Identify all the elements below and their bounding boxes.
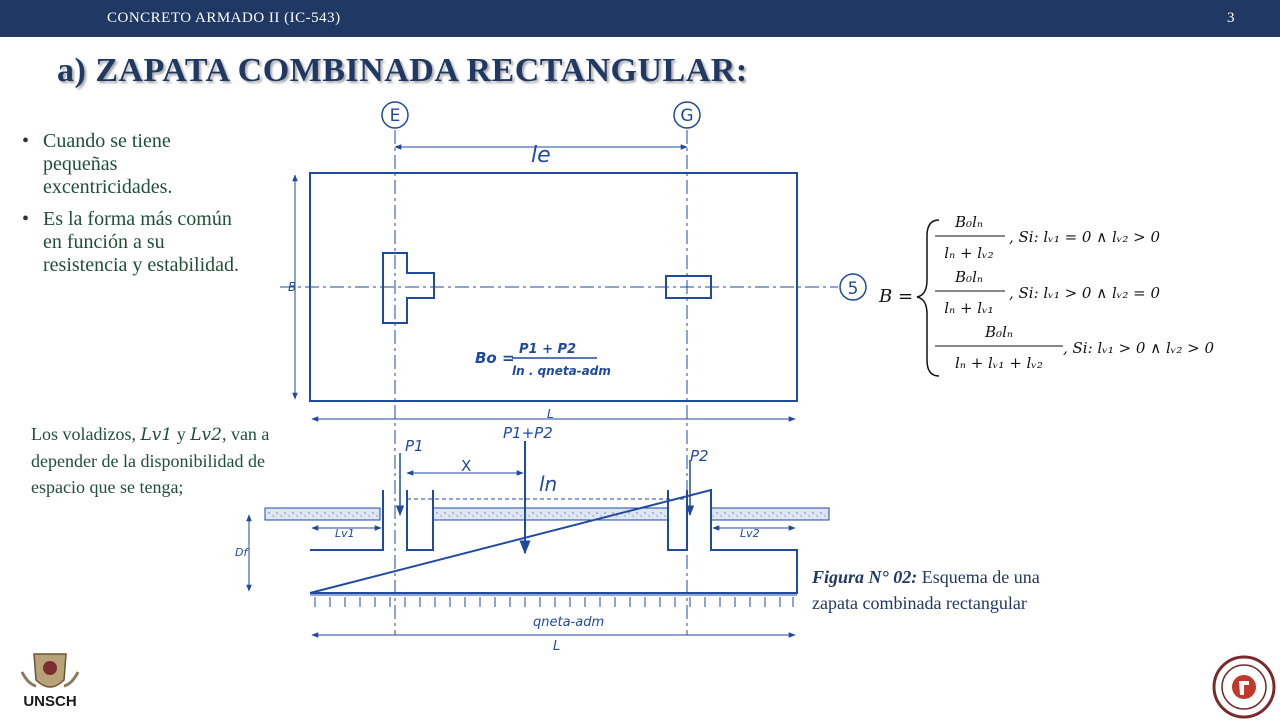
p1-label: P1: [405, 437, 424, 455]
caption-text: Esquema de una zapata combinada rectangu…: [812, 567, 1040, 613]
case2-cond: , Si: lᵥ₁ > 0 ∧ lᵥ₂ = 0: [1009, 284, 1160, 302]
l-bottom-label: L: [553, 639, 560, 654]
bullet-item: Es la forma más común en función a su re…: [20, 208, 250, 277]
formula-brace: [916, 219, 940, 377]
column-2-plan: [665, 275, 712, 299]
axis-e-circle: [381, 101, 409, 129]
bullet-item: Cuando se tiene pequeñas excentricidades…: [20, 130, 250, 199]
axis-g-circle: [673, 101, 701, 129]
axis-g-label: G: [680, 106, 693, 126]
footing-diagram: E G 5 le B L Bo = P1 + P2 ln . qneta-adm…: [235, 101, 867, 654]
df-label: Df: [235, 546, 249, 559]
bo-formula-num: P1 + P2: [519, 342, 576, 357]
voladizos-suffix: , van a depender de la disponibilidad de…: [31, 424, 270, 497]
footing-plan: [309, 172, 798, 402]
case1-cond: , Si: lᵥ₁ = 0 ∧ lᵥ₂ > 0: [1009, 228, 1160, 246]
ln-label: ln: [539, 472, 557, 496]
p2-label: P2: [690, 447, 709, 465]
crest-center-icon: [43, 661, 57, 675]
crest-wings-icon: [20, 671, 80, 688]
p1p2-label: P1+P2: [503, 424, 553, 442]
soil-pressure-arrows: [310, 594, 797, 607]
case1-num: B₀lₙ: [954, 213, 983, 231]
axis-5-circle: [839, 273, 867, 301]
unsch-logo: UNSCH: [20, 653, 80, 710]
voladizos-prefix: Los voladizos,: [31, 424, 141, 444]
faculty-seal-logo: [1212, 655, 1276, 719]
unsch-logo-text: UNSCH: [23, 693, 76, 710]
lv1-symbol: Lv1: [140, 425, 173, 445]
bullet-list: Cuando se tiene pequeñas excentricidades…: [20, 130, 250, 286]
header-bar: CONCRETO ARMADO II (IC-543) 3: [0, 0, 1280, 37]
formula-lhs: B =: [878, 286, 913, 307]
lv1-label: Lv1: [335, 527, 355, 540]
column-1-plan: [382, 252, 435, 324]
bo-formula-den: ln . qneta-adm: [512, 364, 611, 378]
caption-label: Figura N° 02:: [812, 567, 918, 587]
seal-inner-ring-icon: [1221, 664, 1267, 710]
axis-5-label: 5: [848, 279, 859, 299]
page-number: 3: [1227, 10, 1235, 26]
voladizos-and: y: [172, 424, 191, 444]
figure-caption: Figura N° 02: Esquema de una zapata comb…: [812, 564, 1082, 616]
b-label: B: [288, 280, 296, 294]
case3-cond: , Si: lᵥ₁ > 0 ∧ lᵥ₂ > 0: [1063, 339, 1214, 357]
case2-num: B₀lₙ: [954, 268, 983, 286]
x-label: X: [461, 457, 471, 475]
case3-num: B₀lₙ: [984, 323, 1013, 341]
q-label: qneta-adm: [533, 615, 604, 630]
seal-emblem-icon: [1239, 681, 1249, 695]
case3-den: lₙ + lᵥ₁ + lᵥ₂: [955, 354, 1043, 372]
piecewise-formula: B = B₀lₙ lₙ + lᵥ₂ , Si: lᵥ₁ = 0 ∧ lᵥ₂ > …: [878, 213, 1214, 377]
slide-title: a) ZAPATA COMBINADA RECTANGULAR:: [57, 52, 748, 89]
case1-den: lₙ + lᵥ₂: [944, 244, 993, 262]
case2-den: lₙ + lᵥ₁: [944, 299, 993, 317]
lv2-symbol: Lv2: [190, 425, 222, 445]
course-title: CONCRETO ARMADO II (IC-543): [107, 10, 341, 26]
soil-left: [264, 507, 381, 521]
bo-formula-lhs: Bo =: [475, 349, 515, 367]
lv2-label: Lv2: [740, 527, 760, 540]
axis-e-label: E: [390, 106, 401, 126]
l-top-label: L: [547, 407, 554, 421]
soil-right: [710, 507, 830, 521]
le-label: le: [531, 143, 551, 168]
voladizos-paragraph: Los voladizos, Lv1 y Lv2, van a depender…: [31, 421, 301, 500]
